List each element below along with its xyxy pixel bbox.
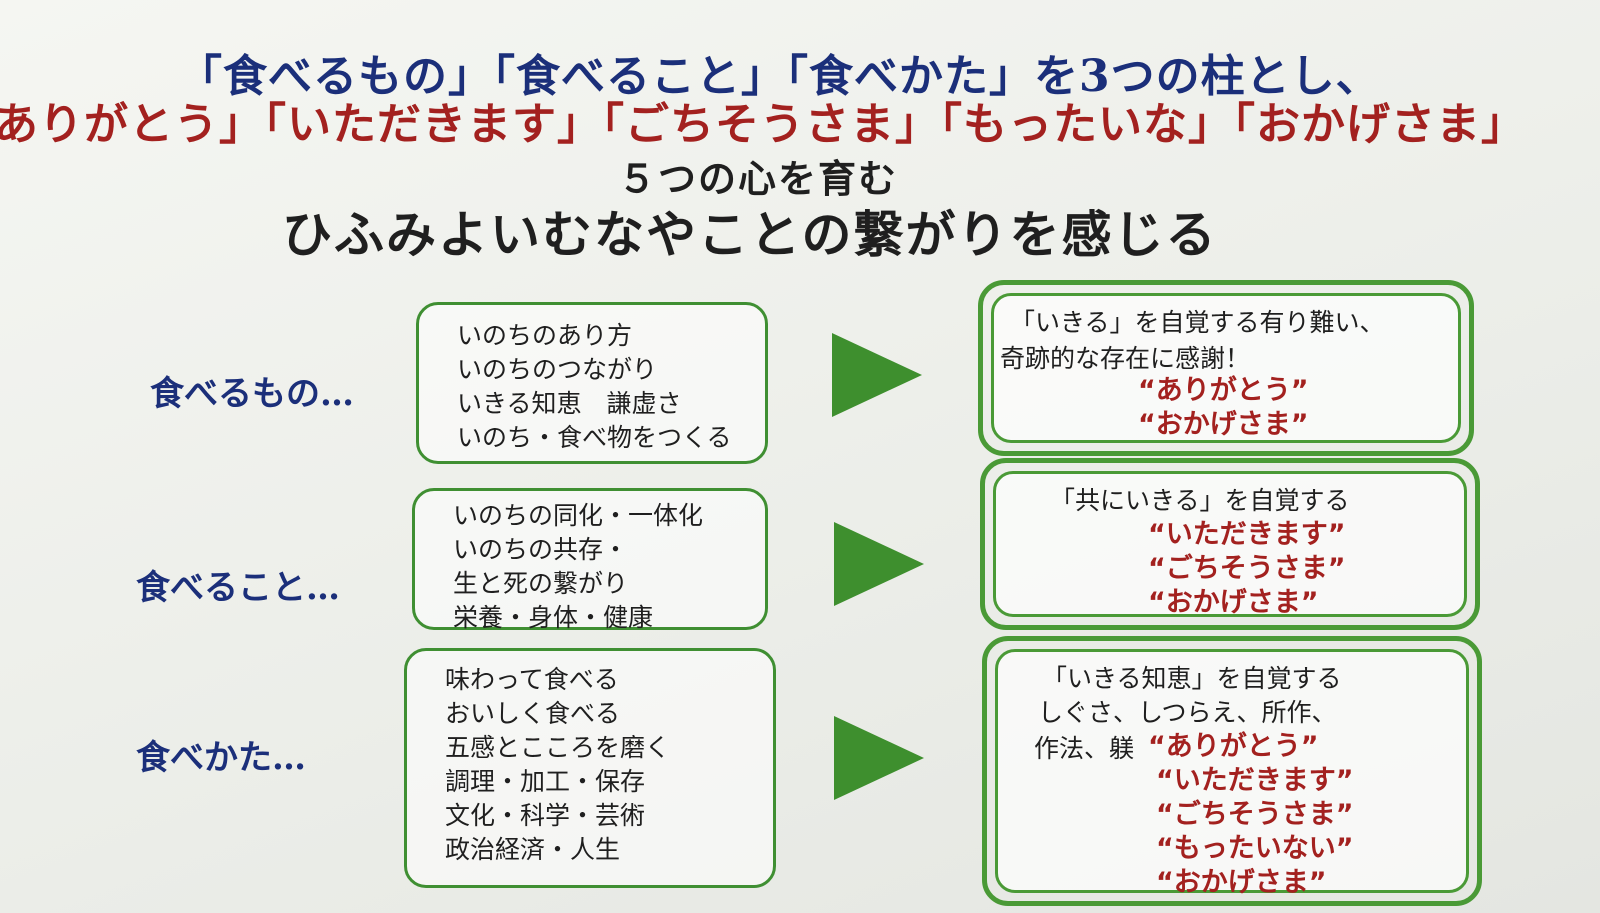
result-box-taberukoto: 「共にいきる」を自覚する “いただきます” “ごちそうさま” “おかげさま” [980,458,1480,630]
result-keyword: “ごちそうさま” [1156,799,1354,830]
row-label-tabekata: 食べかた… [136,738,306,778]
result-keyword: “いただきます” [1156,765,1354,796]
concept-item: 栄養・身体・健康 [453,603,654,632]
row-label-taberumono: 食べるもの… [150,374,354,414]
concept-item: 味わって食べる [445,665,619,694]
result-keyword: “おかげさま” [1148,587,1319,618]
concept-item: いのち・食べ物をつくる [457,423,732,452]
result-keyword: “ごちそうさま” [1148,553,1346,584]
result-text: 「いきる」を自覚する有り難い、 [1010,308,1385,337]
result-keyword: “ありがとう” [1138,375,1309,406]
play-triangle-icon [834,716,924,800]
result-keyword: “おかげさま” [1156,867,1327,898]
concept-item: 文化・科学・芸術 [445,801,646,830]
five-hearts-subtitle: ５つの心を育む [618,156,899,201]
result-text: 奇跡的な存在に感謝！ [1000,344,1251,373]
concept-item: いのちの同化・一体化 [453,501,704,530]
connection-title: ひふみよいむなやことの繋がりを感じる [282,205,1218,264]
concept-item: 政治経済・人生 [445,835,621,864]
result-box-inner: 「いきる」を自覚する有り難い、 奇跡的な存在に感謝！ “ありがとう” “おかげさ… [991,293,1461,443]
result-text: 「いきる知恵」を自覚する [1042,664,1342,693]
result-box-inner: 「共にいきる」を自覚する “いただきます” “ごちそうさま” “おかげさま” [993,471,1467,618]
concept-item: 生と死の繋がり [453,569,629,598]
result-text: 作法、躾 [1034,734,1135,763]
result-box-tabekata: 「いきる知恵」を自覚する しぐさ、しつらえ、所作、 作法、躾 “ありがとう” “… [982,636,1482,906]
five-hearts-list: ありがとう」「いただきます」「ごちそうさま」「もったいな」「おかげさま」 [0,99,1526,150]
concept-item: 五感とこころを磨く [445,733,671,762]
pillars-heading: 「食べるもの」「食べること」「食べかた」を3つの柱とし、 [178,51,1381,102]
result-keyword: “もったいない” [1156,833,1354,864]
result-keyword: “ありがとう” [1148,731,1319,762]
result-text: しぐさ、しつらえ、所作、 [1038,698,1337,727]
concept-item: おいしく食べる [445,699,621,728]
concept-box-tabekata: 味わって食べる おいしく食べる 五感とこころを磨く 調理・加工・保存 文化・科学… [404,648,776,888]
row-label-taberukoto: 食べること… [136,568,340,608]
concept-item: いのちの共存・ [453,535,629,564]
concept-box-taberumono: いのちのあり方 いのちのつながり いきる知恵 謙虚さ いのち・食べ物をつくる [416,302,768,464]
concept-item: いのちのつながり [457,355,658,384]
result-box-taberumono: 「いきる」を自覚する有り難い、 奇跡的な存在に感謝！ “ありがとう” “おかげさ… [978,280,1474,456]
result-text: 「共にいきる」を自覚する [1050,486,1350,515]
concept-item: いきる知恵 謙虚さ [457,389,682,418]
concept-item: 調理・加工・保存 [445,767,646,796]
result-box-inner: 「いきる知恵」を自覚する しぐさ、しつらえ、所作、 作法、躾 “ありがとう” “… [995,649,1469,898]
play-triangle-icon [832,333,922,417]
result-keyword: “いただきます” [1148,519,1346,550]
concept-item: いのちのあり方 [457,321,633,350]
play-triangle-icon [834,522,924,606]
concept-box-taberukoto: いのちの同化・一体化 いのちの共存・ 生と死の繋がり 栄養・身体・健康 [412,488,768,632]
result-keyword: “おかげさま” [1138,409,1309,440]
